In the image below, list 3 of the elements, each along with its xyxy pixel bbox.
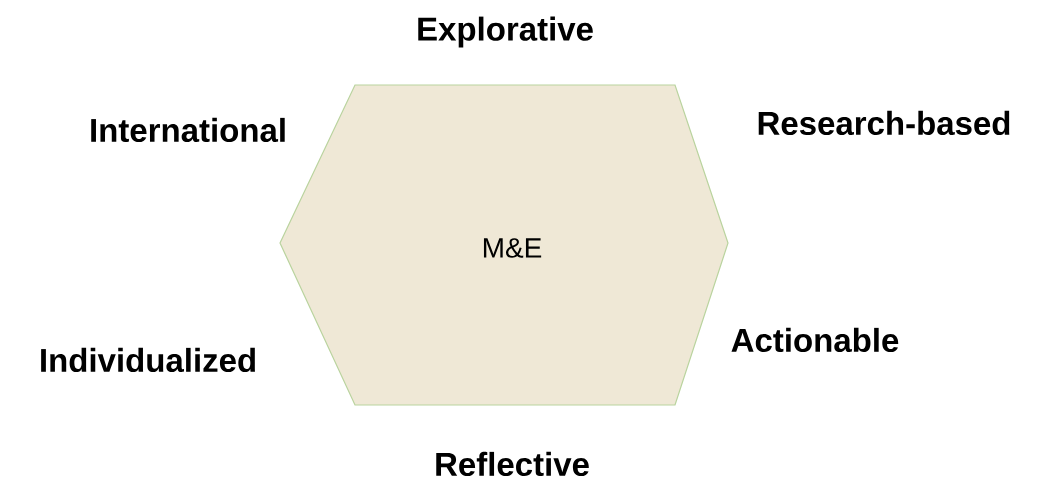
- label: Reflective: [436, 451, 589, 477]
- label: Research-based: [758, 110, 1010, 136]
- label: Explorative: [418, 16, 593, 48]
